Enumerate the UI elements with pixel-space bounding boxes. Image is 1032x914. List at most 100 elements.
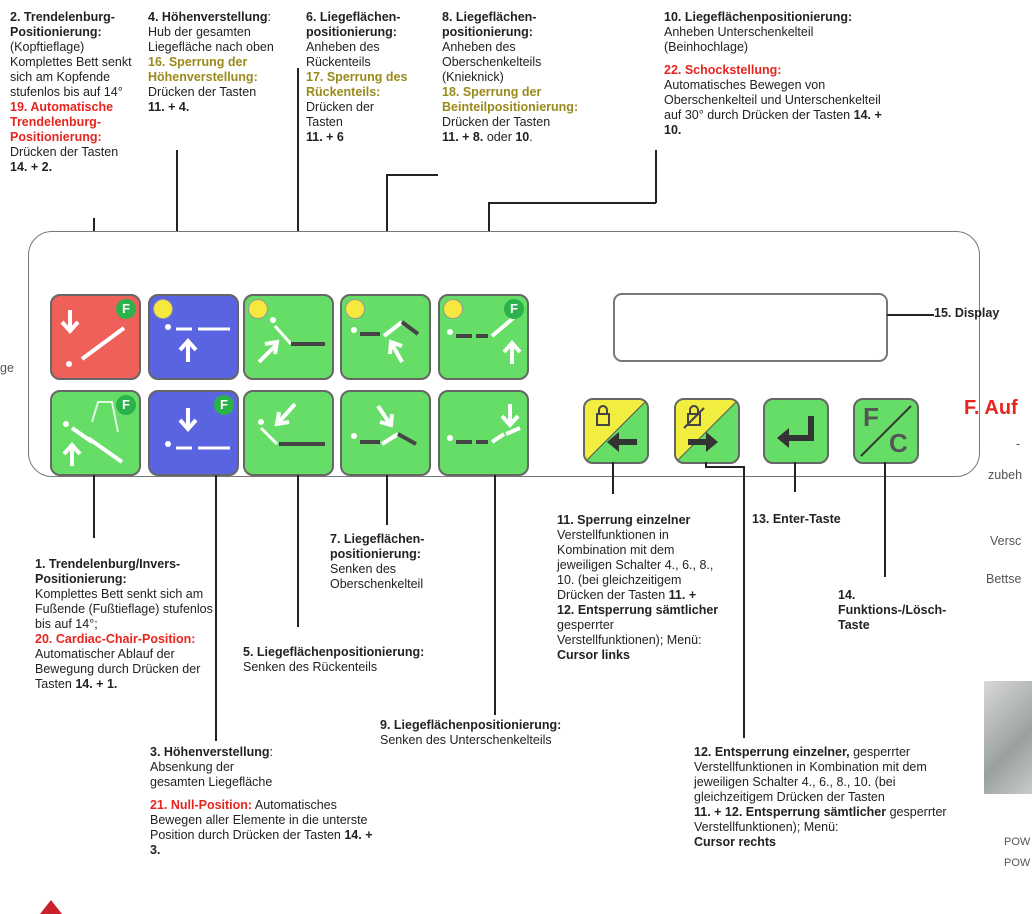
side-text-bettse: Bettse: [986, 572, 1022, 586]
key-12-unlock-cursor-right[interactable]: [674, 398, 740, 464]
annotation-11-desc: Verstellfunktionen in Kombination mit de…: [557, 528, 714, 602]
annotation-8-desc: Anheben des Oberschenkelteils (Knieknick…: [442, 40, 542, 84]
annotation-9: 9. Liegeflächenpositionierung: Senken de…: [380, 718, 620, 748]
side-text-ge: ge: [0, 361, 14, 375]
leader-line-7: [386, 475, 388, 525]
leader-line-5: [297, 475, 299, 627]
leader-line-14: [884, 462, 886, 577]
annotation-17-title: 17. Sperrung des Rückenteils:: [306, 70, 408, 99]
leader-line-15: [887, 314, 934, 316]
annotation-7-desc: Senken des Oberschenkelteil: [330, 562, 424, 591]
annotation-8: 8. Liegeflächen-positionierung: Anheben …: [442, 10, 579, 144]
key-7-lower-thigh[interactable]: [340, 390, 431, 476]
annotation-21-keys: 14. + 3.: [150, 828, 373, 857]
annotation-10-desc: Anheben Unterschenkelteil (Beinhochlage): [664, 25, 814, 54]
bed-down-icon: [165, 408, 230, 450]
key-6-raise-backrest[interactable]: [243, 294, 334, 380]
thigh-down-icon: [351, 404, 417, 446]
annotation-11-desc2: gesperrter Verstellfunktionen); Menü:: [557, 618, 702, 647]
annotation-4-colon: :: [267, 10, 271, 24]
annotation-11-bold2: 12. Entsperrung sämtlicher: [557, 603, 719, 617]
leader-line-9: [494, 475, 496, 715]
key-4-raise-height[interactable]: [148, 294, 239, 380]
leader-line-10b: [488, 202, 656, 204]
lock-indicator-led: [248, 299, 268, 319]
lock-indicator-led: [345, 299, 365, 319]
annotation-12-cursor: Cursor rechts: [694, 835, 776, 849]
annotation-12-desc: gesperrter Verstellfunktionen in Kombina…: [694, 745, 927, 804]
leader-line-11: [612, 462, 614, 494]
side-text-pow1: POW: [1004, 836, 1031, 848]
annotation-18-desc: Drücken der Tasten: [442, 115, 551, 129]
leader-line-1: [93, 475, 95, 538]
annotation-2-title: 2. Trendelenburg-Positionierung:: [10, 10, 115, 39]
annotation-22-desc: Automatisches Bewegen von Oberschenkelte…: [664, 78, 881, 122]
annotation-16-desc: Drücken der Tasten: [148, 85, 257, 99]
annotation-16-keys: 11. + 4.: [148, 100, 190, 114]
leader-line-12a: [705, 462, 707, 467]
leader-line-13: [794, 462, 796, 492]
side-heading: F. Auf: [964, 397, 1018, 419]
annotation-2: 2. Trendelenburg-Positionierung: (Kopfti…: [10, 10, 140, 175]
side-text-dash: -: [1016, 437, 1021, 451]
leader-line-8a: [386, 174, 388, 272]
annotation-22-title: 22. Schockstellung:: [664, 63, 782, 77]
annotation-1: 1. Trendelenburg/Invers-Positionierung: …: [35, 557, 217, 692]
annotation-2-desc: (Kopftieflage) Komplettes Bett senkt sic…: [10, 40, 132, 99]
annotation-4-title: 4. Höhenverstellung: [148, 10, 268, 24]
leader-line-12b: [705, 466, 744, 468]
annotation-3-colon: :: [269, 745, 273, 759]
function-badge: F: [116, 299, 136, 319]
tilt-down-foot-icon: [62, 401, 124, 466]
lock-left-icon: [585, 400, 647, 462]
annotation-18-keys: 11. + 8.: [442, 130, 484, 144]
key-11-lock-cursor-left[interactable]: [583, 398, 649, 464]
function-badge: F: [214, 395, 234, 415]
key-8-raise-thigh[interactable]: [340, 294, 431, 380]
annotation-7-title: 7. Liegeflächen-positionierung:: [330, 532, 425, 561]
key-13-enter[interactable]: [763, 398, 829, 464]
lock-indicator-led: [153, 299, 173, 319]
annotation-12-bold2: 11. + 12. Entsperrung sämtlicher: [694, 805, 887, 819]
annotation-9-title: 9. Liegeflächenpositionierung:: [380, 718, 562, 732]
annotation-14: 14. Funktions-/Lösch-Taste: [838, 588, 946, 633]
function-badge: F: [504, 299, 524, 319]
annotation-1-desc: Komplettes Bett senkt sich am Fußende (F…: [35, 587, 213, 631]
side-photo: [984, 681, 1032, 794]
annotation-11: 11. Sperrung einzelner Verstellfunktione…: [557, 513, 722, 663]
annotation-14-title: 14. Funktions-/Lösch-Taste: [838, 588, 947, 632]
annotation-3: 3. Höhenverstellung: Absenkung der gesam…: [150, 745, 375, 858]
side-text-zubeh: zubeh: [988, 468, 1023, 482]
display-screen: [613, 293, 888, 362]
annotation-11-title: 11. Sperrung einzelner: [557, 513, 691, 527]
annotation-3-title: 3. Höhenverstellung: [150, 745, 270, 759]
key-3-lower-height[interactable]: F: [148, 390, 239, 476]
annotation-20-keys: 14. + 1.: [75, 677, 118, 691]
c-letter: C: [889, 428, 908, 458]
leader-line-10c: [655, 150, 657, 203]
annotation-5: 5. Liegeflächenpositionierung: Senken de…: [243, 645, 483, 675]
side-text-versc: Versc: [990, 534, 1022, 548]
annotation-1-title: 1. Trendelenburg/Invers-Positionierung:: [35, 557, 181, 586]
annotation-19-title: 19. Automatische Trendelenburg-Positioni…: [10, 100, 114, 144]
annotation-4-desc: Hub der gesamten Liegefläche nach oben: [148, 25, 274, 54]
annotation-19-desc: Drücken der Tasten: [10, 145, 119, 159]
annotation-17-desc: Drücken der Tasten: [306, 100, 375, 129]
annotation-11-keys: 11. +: [668, 588, 697, 602]
key-5-lower-backrest[interactable]: [243, 390, 334, 476]
annotation-12-desc2: gesperrter Verstellfunktionen); Menü:: [694, 805, 947, 834]
leader-line-6: [297, 68, 299, 272]
key-2-trendelenburg[interactable]: F: [50, 294, 141, 380]
annotation-12: 12. Entsperrung einzelner, gesperrter Ve…: [694, 745, 969, 850]
enter-icon: [777, 416, 814, 448]
bed-up-icon: [165, 324, 230, 362]
unlock-right-icon: [676, 400, 738, 462]
thigh-up-icon: [351, 320, 420, 363]
key-14-function-clear[interactable]: F C: [853, 398, 919, 464]
annotation-8-title: 8. Liegeflächen-positionierung:: [442, 10, 537, 39]
key-10-raise-lower-leg[interactable]: F: [438, 294, 529, 380]
annotation-10-title: 10. Liegeflächenpositionierung:: [664, 10, 853, 24]
annotation-12-title: 12. Entsperrung einzelner,: [694, 745, 850, 759]
key-9-lower-lower-leg[interactable]: [438, 390, 529, 476]
key-1-reverse-trendelenburg[interactable]: F: [50, 390, 141, 476]
